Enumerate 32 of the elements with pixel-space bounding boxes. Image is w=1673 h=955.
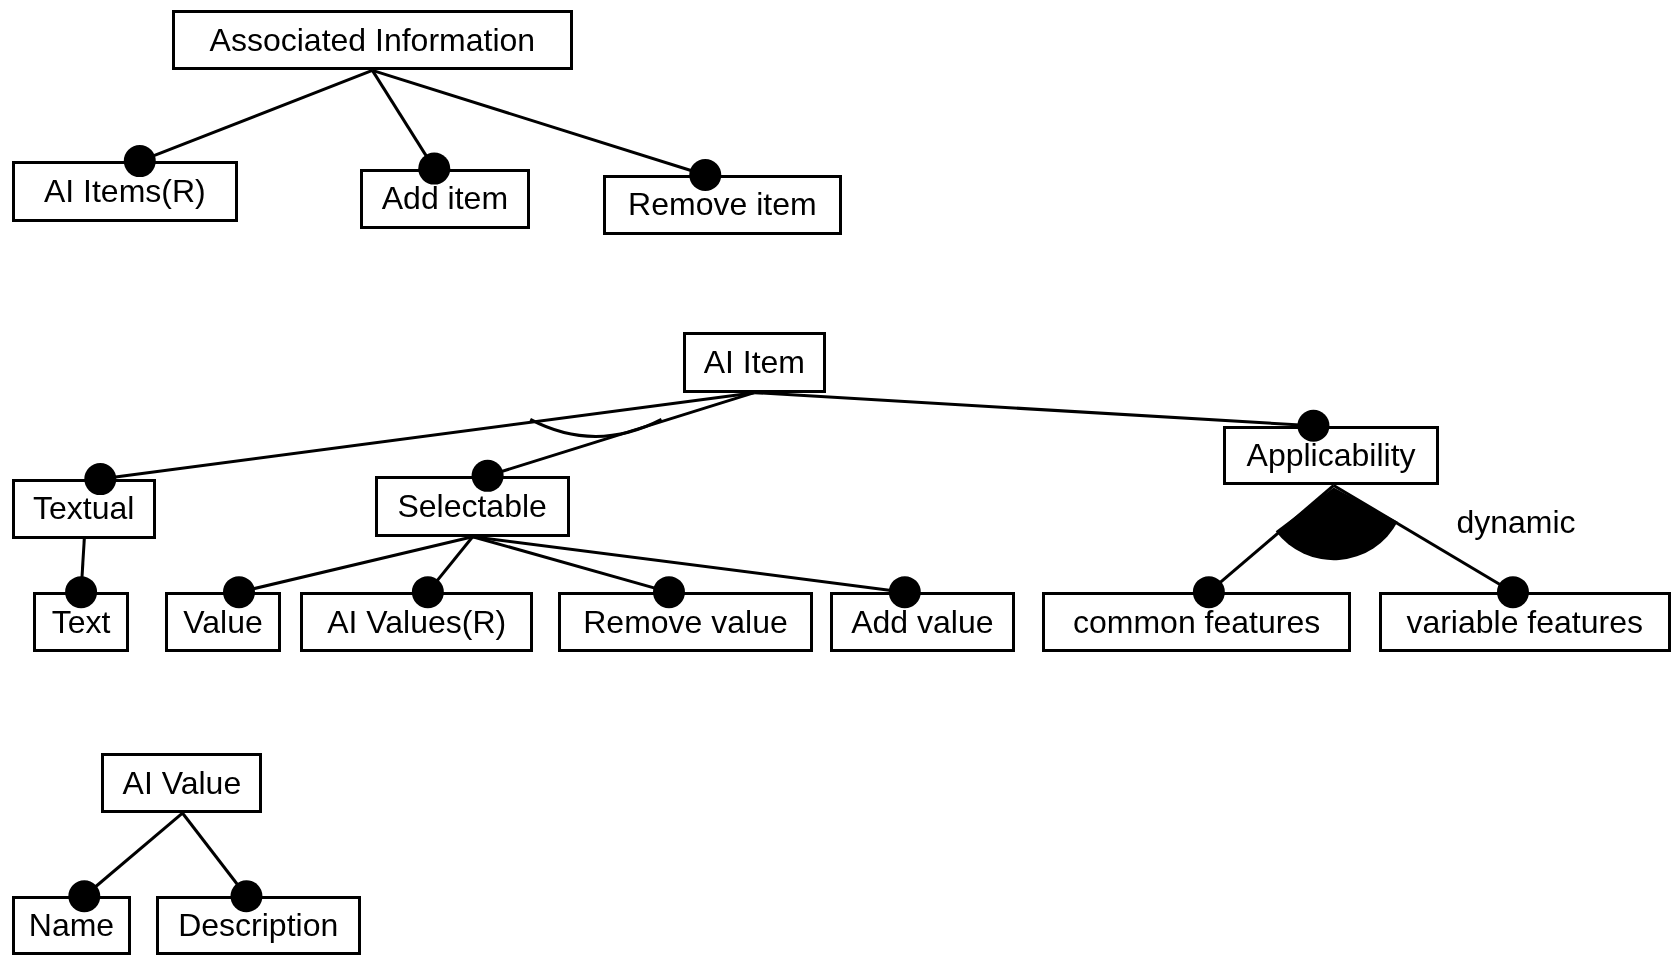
feature-box: Value [165,592,281,652]
connector [223,535,473,609]
feature-box: Name [11,896,132,955]
connector [411,535,474,609]
feature-box: Description [155,896,361,955]
feature-box: Add item [359,168,531,230]
feature-box: AI Value [101,753,263,813]
feature-box: Selectable [374,475,570,537]
feature-box: common features [1042,592,1351,652]
feature-box: Textual [11,479,156,539]
feature-box: Remove item [602,174,842,235]
connector [754,391,1330,442]
connector [65,538,98,609]
connector [123,69,373,178]
connector [471,391,755,492]
feature-box: AI Values(R) [299,592,534,652]
connector [181,812,263,913]
connector [1332,484,1529,609]
feature-box: Associated Information [171,9,573,71]
feature-box: Applicability [1222,425,1440,486]
connector [371,69,451,185]
feature-box: Add value [830,592,1015,652]
feature-box: Remove value [558,592,813,652]
feature-box: AI Items(R) [11,161,238,222]
feature-box: AI Item [682,331,826,393]
group-label: dynamic [1456,503,1576,541]
connector [472,535,921,609]
connector [371,69,722,191]
connector [472,535,685,609]
feature-box: Text [33,592,130,652]
connector [68,811,184,913]
feature-box: variable features [1378,592,1671,652]
